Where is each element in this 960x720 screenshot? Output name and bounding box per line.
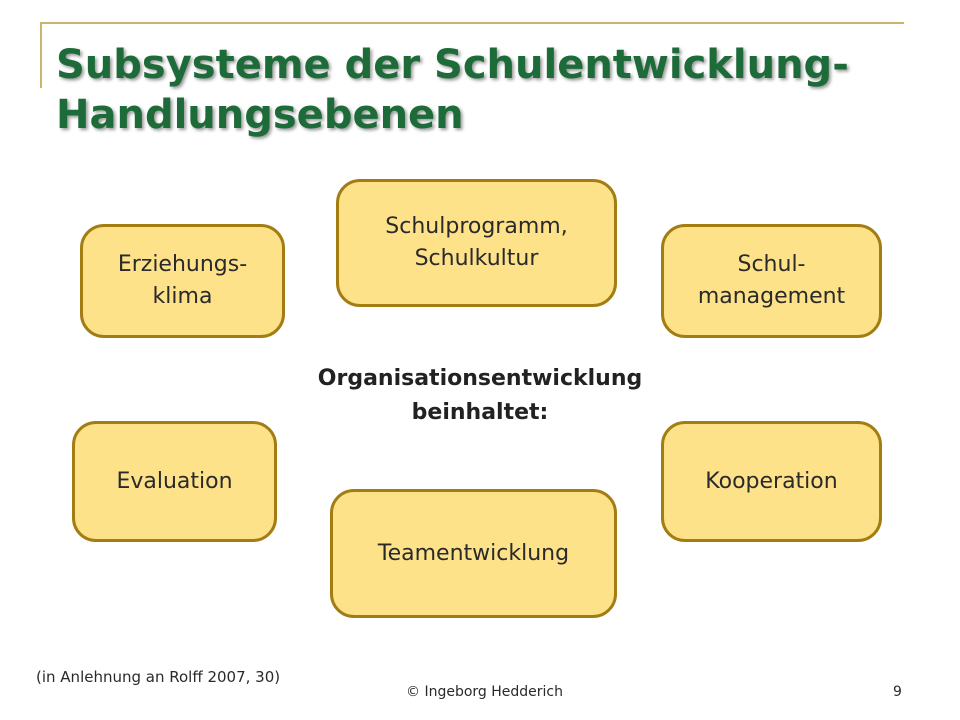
box-evaluation-label: Evaluation	[116, 468, 233, 494]
box-evaluation: Evaluation	[72, 421, 277, 542]
box-schulprogramm-text: Schulprogramm, Schulkultur	[385, 211, 567, 275]
page-number: 9	[893, 684, 902, 700]
box-erziehung-line-1: Erziehungs-	[117, 252, 248, 277]
slide-title-line-2: Handlungsebenen	[56, 92, 464, 138]
frame-top-line	[40, 22, 904, 24]
box-erziehungsklima: Erziehungs- klima	[80, 224, 285, 338]
box-schulprogramm-line-2: Schulkultur	[414, 246, 539, 271]
center-label: Organisationsentwicklung beinhaltet:	[290, 362, 670, 430]
box-schulprogramm-schulkultur: Schulprogramm, Schulkultur	[336, 179, 617, 307]
source-citation: (in Anlehnung an Rolff 2007, 30)	[36, 668, 281, 686]
box-schulmanagement: Schul- management	[661, 224, 882, 338]
box-kooperation: Kooperation	[661, 421, 882, 542]
slide-title-line-1: Subsysteme der Schulentwicklung-	[56, 42, 849, 88]
slide-title: Subsysteme der Schulentwicklung- Handlun…	[56, 40, 896, 140]
box-kooperation-label: Kooperation	[705, 468, 838, 494]
box-erziehung-line-2: klima	[152, 284, 213, 309]
box-management-text: Schul- management	[698, 249, 845, 313]
center-label-line-1: Organisationsentwicklung	[317, 366, 643, 391]
frame-left-line	[40, 22, 42, 88]
box-schulprogramm-line-1: Schulprogramm,	[385, 214, 568, 239]
copyright-notice: © Ingeborg Hedderich	[406, 684, 563, 700]
box-management-line-2: management	[697, 284, 846, 309]
box-management-line-1: Schul-	[737, 252, 806, 277]
box-team-label: Teamentwicklung	[377, 540, 570, 566]
center-label-line-2: beinhaltet:	[411, 400, 549, 425]
box-teamentwicklung: Teamentwicklung	[330, 489, 617, 618]
box-erziehung-text: Erziehungs- klima	[118, 249, 247, 313]
